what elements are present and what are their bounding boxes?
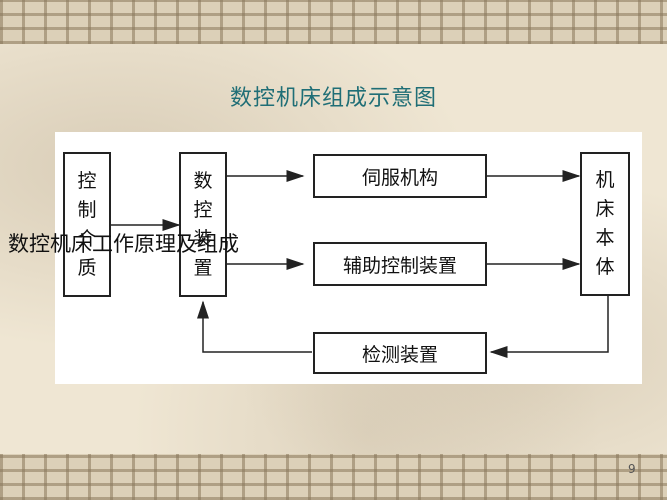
- node-char: 置: [193, 256, 213, 279]
- edge-machine-to-detect: [489, 296, 609, 358]
- node-char: 质: [77, 256, 97, 279]
- top-decorative-border: [0, 0, 667, 44]
- slide-title: 数控机床组成示意图: [229, 86, 437, 111]
- node-control-media: 控 制 介 质: [63, 152, 111, 297]
- node-char: 装: [193, 227, 213, 250]
- edge-detect-to-nc: [197, 300, 312, 353]
- node-char: 介: [77, 227, 97, 250]
- node-detection: 检测装置: [313, 332, 487, 374]
- overlay-caption: 数控机床工作原理及组成: [8, 232, 239, 256]
- connector-lines: [111, 170, 609, 358]
- bottom-decorative-border: [0, 454, 667, 500]
- node-char: 体: [595, 256, 615, 278]
- node-char: 控: [193, 198, 213, 221]
- node-char: 控: [77, 169, 97, 192]
- node-char: 床: [595, 198, 615, 220]
- page-number: 9: [628, 462, 636, 476]
- node-machine-body: 机 床 本 体: [580, 152, 630, 296]
- node-label: 伺服机构: [361, 166, 438, 189]
- node-char: 机: [595, 169, 615, 191]
- node-label: 检测装置: [361, 343, 438, 366]
- node-nc-device: 数 控 装 置: [179, 152, 227, 297]
- node-char: 数: [193, 169, 213, 192]
- node-aux-control: 辅助控制装置: [313, 242, 487, 286]
- node-label: 辅助控制装置: [342, 254, 457, 277]
- node-char: 本: [595, 227, 615, 249]
- node-servo: 伺服机构: [313, 154, 487, 198]
- diagram-panel: 控 制 介 质 数 控 装 置 伺服机构 辅助控制装置 机 床 本 体 检测装置: [55, 132, 642, 384]
- node-char: 制: [77, 198, 97, 221]
